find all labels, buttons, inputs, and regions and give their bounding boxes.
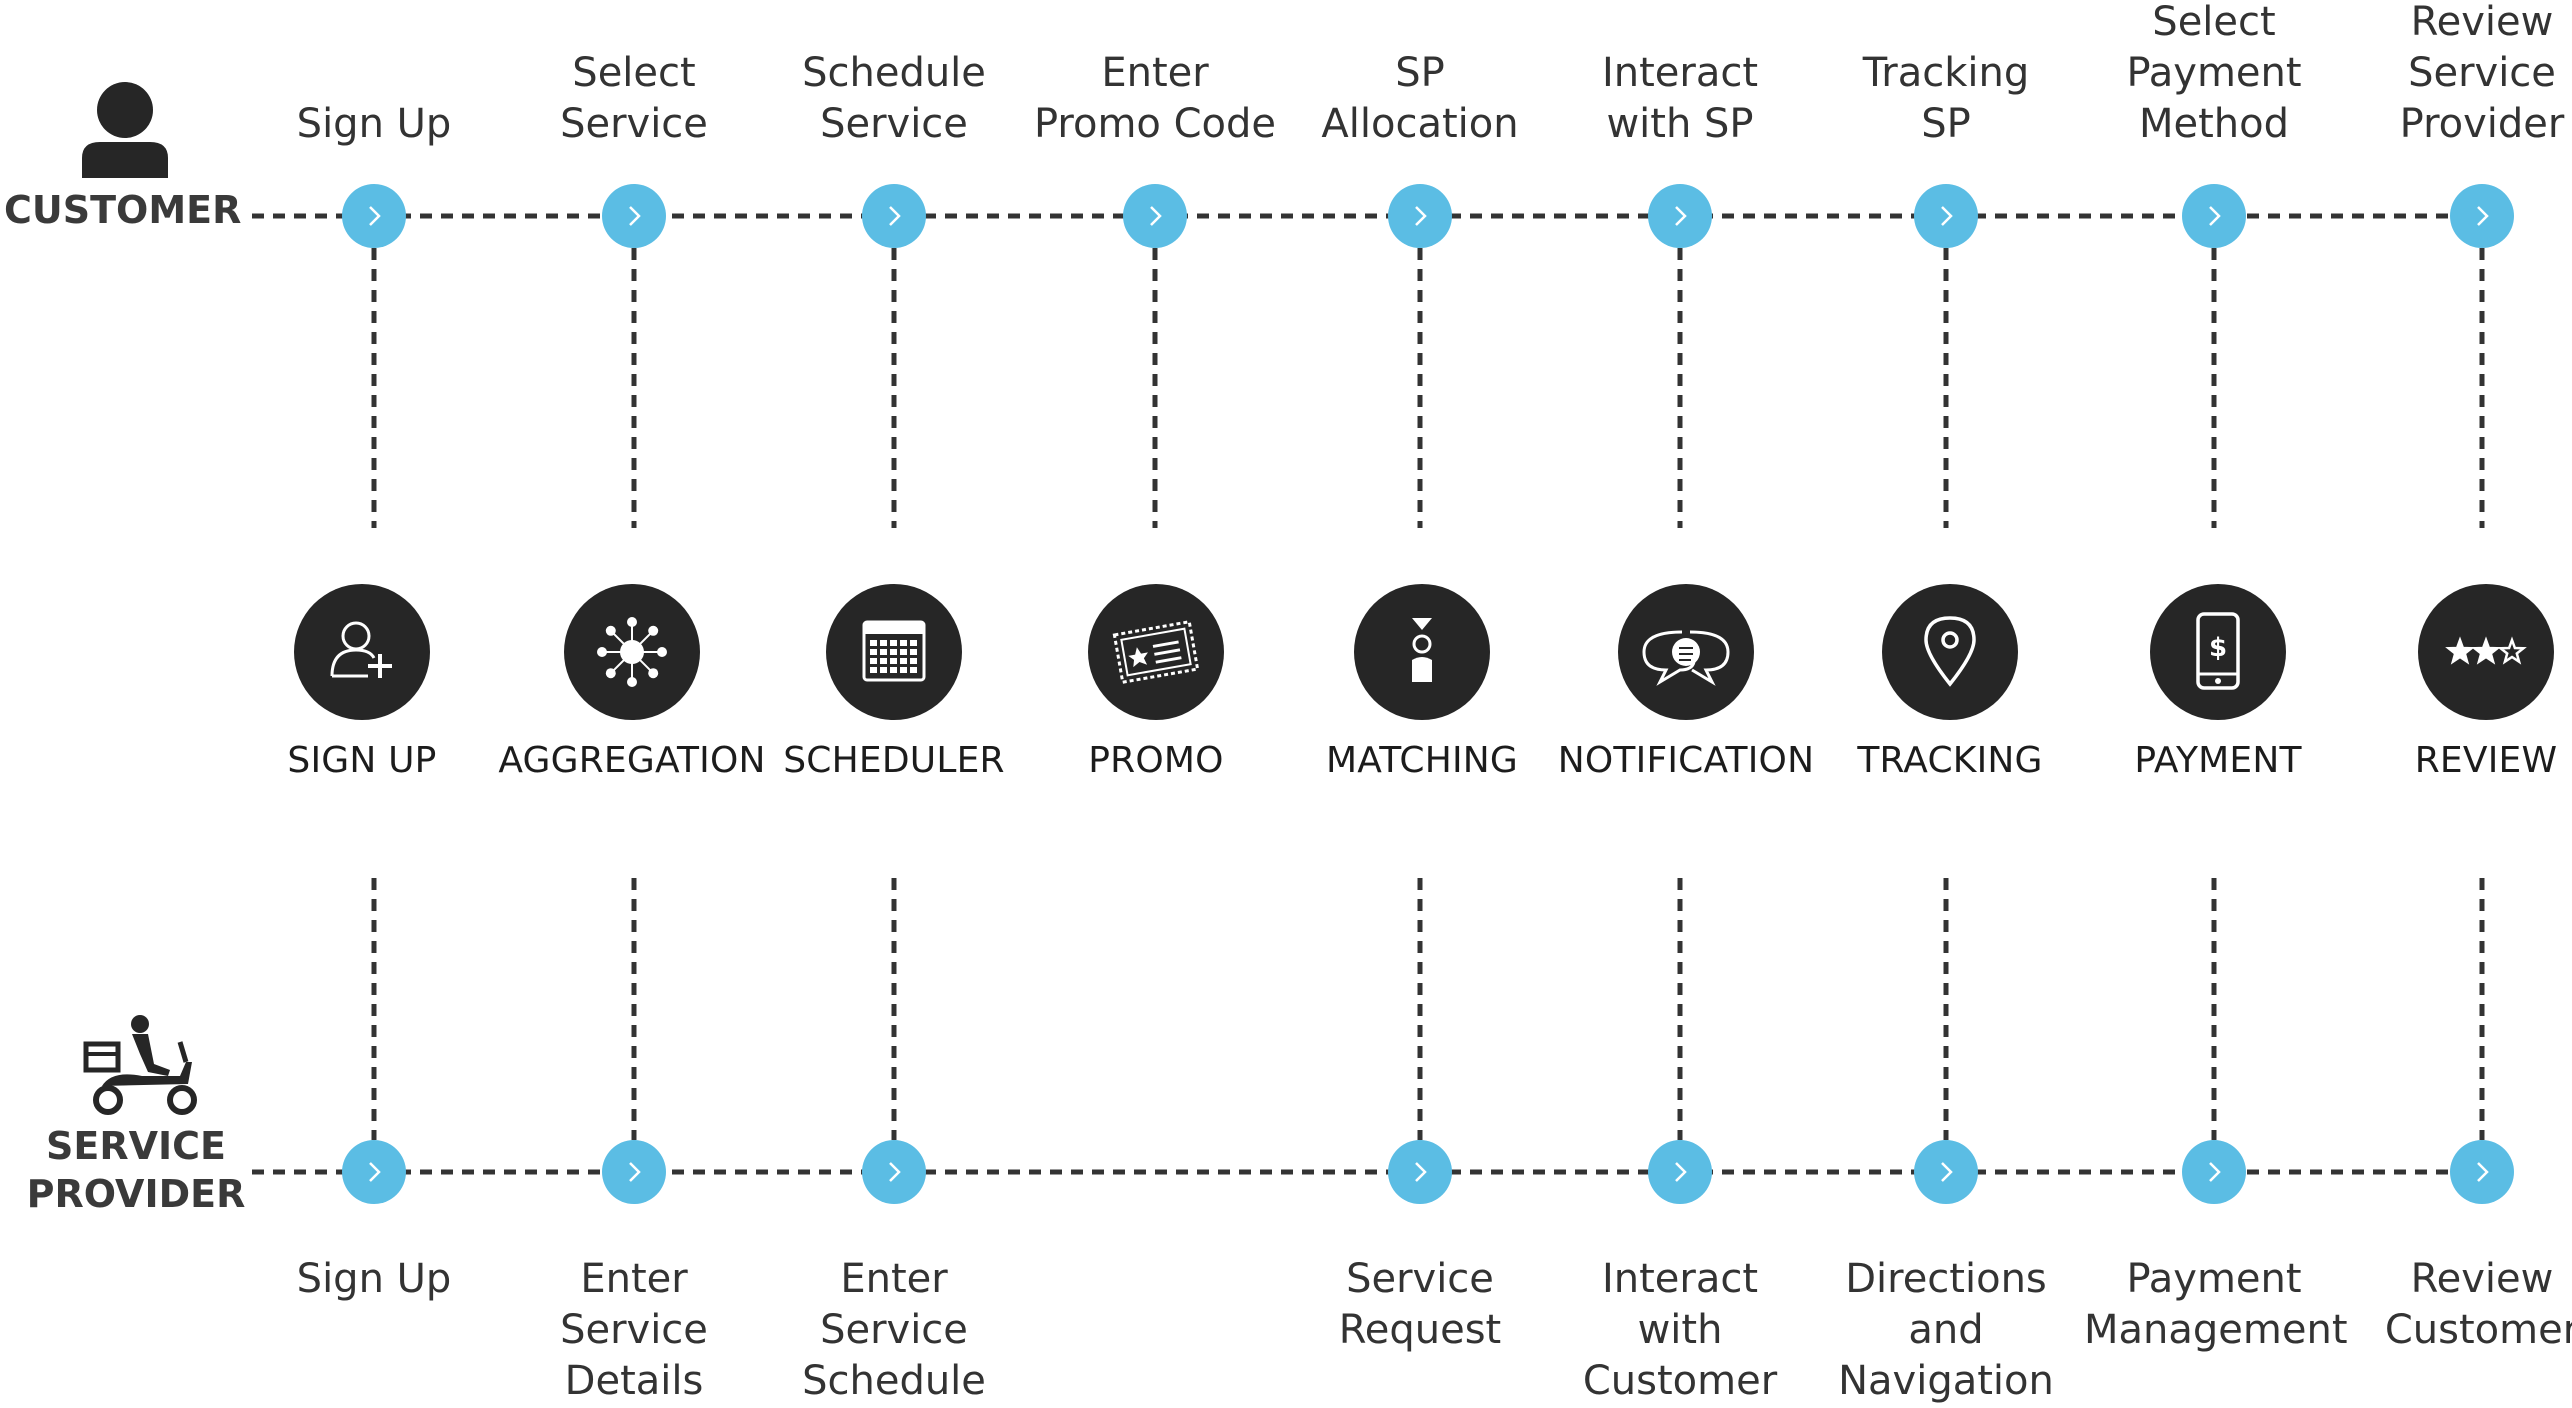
chevron-right-icon (1415, 1162, 1427, 1182)
svg-text:$: $ (2209, 633, 2227, 663)
customer-step-label: SP Allocation (1321, 50, 1519, 147)
customer-step-node (1914, 184, 1978, 248)
service-provider-step-node (1648, 1140, 1712, 1204)
map-pin-icon (1882, 584, 2018, 720)
chevron-right-icon (2209, 1162, 2221, 1182)
chevron-right-icon (2477, 206, 2489, 226)
scooter-delivery-icon (83, 1015, 197, 1115)
chevron-right-icon (629, 1162, 641, 1182)
service-provider-step-node (2182, 1140, 2246, 1204)
chat-bubbles-icon (1618, 584, 1754, 720)
customer-step-node (1648, 184, 1712, 248)
service-provider-step-label: Enter Service Schedule (802, 1256, 986, 1404)
service-provider-step-node (602, 1140, 666, 1204)
customer-role-label: CUSTOMER (4, 188, 242, 232)
customer-step-label: Sign Up (296, 101, 452, 147)
module-label: AGGREGATION (498, 740, 766, 781)
chevron-right-icon (1415, 206, 1427, 226)
service-provider-step-label: Directions and Navigation (1838, 1256, 2054, 1404)
service-provider-step-label: Enter Service Details (560, 1256, 708, 1404)
customer-step-node (2450, 184, 2514, 248)
service-provider-step-label: Service Request (1338, 1256, 1502, 1353)
chevron-right-icon (1941, 1162, 1953, 1182)
customer-step-label: Enter Promo Code (1033, 50, 1276, 147)
customer-step-label: Schedule Service (802, 50, 986, 147)
customer-step-node (2182, 184, 2246, 248)
chevron-right-icon (2209, 206, 2221, 226)
chevron-right-icon (1675, 206, 1687, 226)
chevron-right-icon (369, 1162, 381, 1182)
module-label: NOTIFICATION (1557, 740, 1815, 781)
customer-step-node (862, 184, 926, 248)
module-label: MATCHING (1325, 740, 1519, 781)
customer-step-label: Review Service Provider (2399, 0, 2565, 147)
customer-step-label: Tracking SP (1862, 50, 2030, 147)
module-label: REVIEW (2414, 740, 2558, 781)
person-pin-icon (1354, 584, 1490, 720)
customer-step-node (342, 184, 406, 248)
service-provider-step-label: Payment Management (2084, 1256, 2348, 1353)
service-provider-step-node (862, 1140, 926, 1204)
service-provider-step-label: Interact with Customer (1582, 1256, 1778, 1404)
chevron-right-icon (1941, 206, 1953, 226)
service-provider-step-label: Review Customer (2384, 1256, 2572, 1353)
chevron-right-icon (1675, 1162, 1687, 1182)
calendar-icon (826, 584, 962, 720)
ticket-icon (1088, 584, 1224, 720)
service-provider-step-node (1388, 1140, 1452, 1204)
customer-person-icon (82, 82, 168, 178)
module-label: PAYMENT (2134, 740, 2302, 781)
module-label: SCHEDULER (783, 740, 1005, 781)
star-rating-icon (2418, 584, 2554, 720)
mobile-payment-icon: $ (2150, 584, 2286, 720)
service-provider-step-node (2450, 1140, 2514, 1204)
chevron-right-icon (2477, 1162, 2489, 1182)
chevron-right-icon (369, 206, 381, 226)
customer-step-label: Select Service (560, 50, 708, 147)
customer-step-label: Interact with SP (1601, 50, 1759, 147)
chevron-right-icon (629, 206, 641, 226)
network-hub-icon (564, 584, 700, 720)
chevron-right-icon (889, 206, 901, 226)
customer-step-node (602, 184, 666, 248)
chevron-right-icon (1150, 206, 1162, 226)
service-provider-role-label: SERVICE PROVIDER (26, 1124, 246, 1216)
user-plus-icon (294, 584, 430, 720)
customer-step-label: Select Payment Method (2126, 0, 2302, 147)
module-label: TRACKING (1857, 740, 2043, 781)
service-provider-step-node (1914, 1140, 1978, 1204)
module-label: PROMO (1088, 740, 1224, 781)
customer-step-node (1123, 184, 1187, 248)
module-label: SIGN UP (287, 740, 437, 781)
customer-step-node (1388, 184, 1452, 248)
service-provider-step-node (342, 1140, 406, 1204)
chevron-right-icon (889, 1162, 901, 1182)
service-provider-step-label: Sign Up (296, 1256, 452, 1302)
